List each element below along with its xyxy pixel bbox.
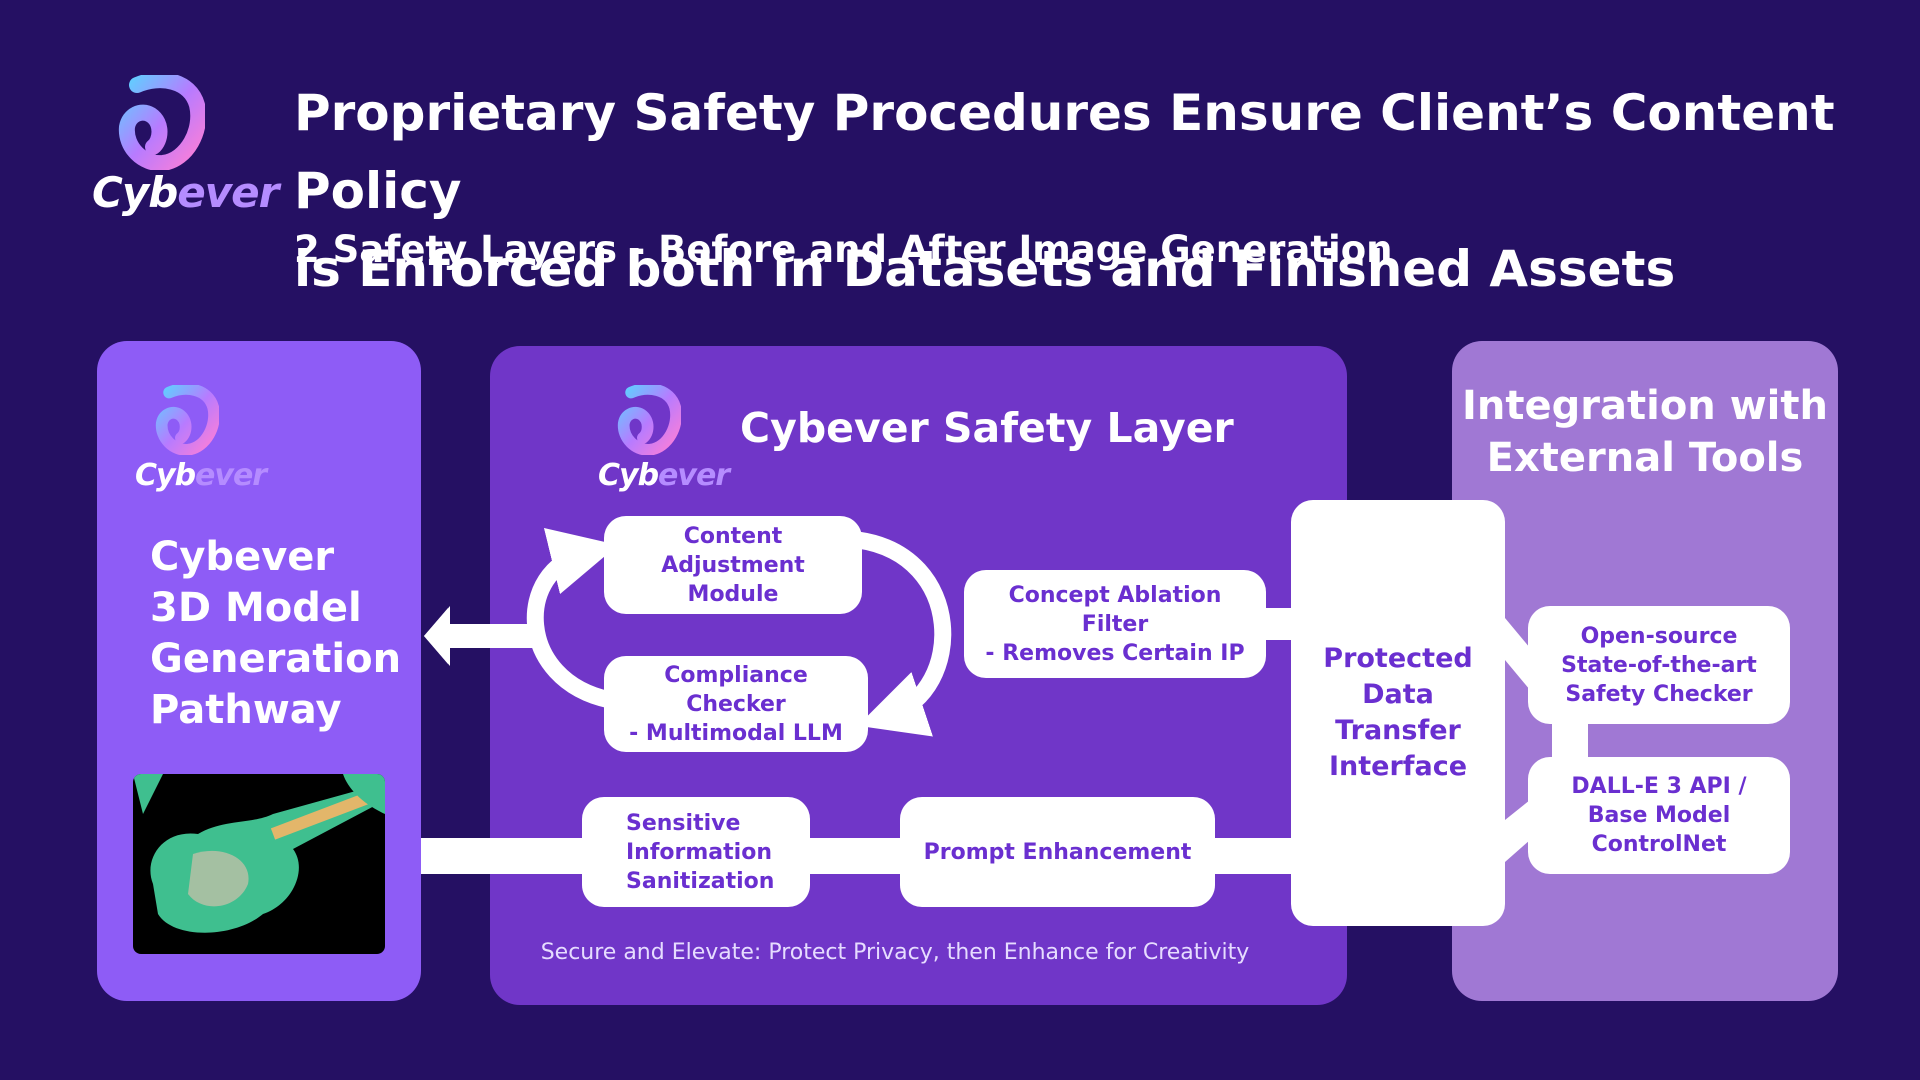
integration-heading-line: Integration with [1462,383,1828,429]
prompt-enhancement-box: Prompt Enhancement [900,797,1215,907]
box-label-line: Sanitization [626,868,775,894]
compliance-checker-box: Compliance Checker - Multimodal LLM [604,656,868,752]
loop-arrow-right-front [856,531,952,737]
pathway-heading-line: Pathway [150,687,342,733]
box-label-line: Module [687,581,779,607]
box-label-line: Open-source [1580,623,1738,649]
page-subtitle: 2 Safety Layers - Before and After Image… [294,228,1393,271]
protected-data-transfer-interface-box: Protected Data Transfer Interface [1291,500,1505,926]
pathway-logo-icon [155,385,219,455]
pathway-heading-line: Generation [150,636,402,682]
box-label-line: Compliance Checker [664,662,808,717]
box-label-line: Information [626,839,772,865]
pathway-heading-line: 3D Model [150,585,362,631]
pathway-heading: Cybever 3D Model Generation Pathway [150,532,410,736]
pathway-brand-wordmark: Cybever [135,458,267,493]
box-label-line: ControlNet [1591,832,1727,857]
title-line-1: Proprietary Safety Procedures Ensure Cli… [294,84,1835,220]
link-safety-to-dalle-front [1552,718,1588,762]
link-interface-to-safety-checker-front [1505,618,1530,690]
safety-layer-logo-icon [617,385,681,455]
box-label-line: Prompt Enhancement [923,839,1192,865]
cybever-logo-icon [118,75,205,170]
box-label-line: Protected [1323,643,1473,674]
box-label-line: State-of-the-art [1561,652,1757,678]
title-line-2: is Enforced both in Datasets and Finishe… [294,240,1676,298]
box-label-line: DALL-E 3 API / [1571,774,1747,799]
box-label-line: - Removes Certain IP [985,640,1245,666]
integration-heading-line: External Tools [1486,435,1804,481]
box-label-line: Interface [1328,751,1468,782]
output-arrow-head-front [424,606,450,666]
box-label-line: Safety Checker [1565,681,1753,707]
link-interface-to-dalle-front [1505,800,1530,862]
safety-layer-caption: Secure and Elevate: Protect Privacy, the… [540,940,1250,965]
box-label-line: Base Model [1587,803,1731,828]
safety-layer-heading: Cybever Safety Layer [740,404,1234,452]
page-title: Proprietary Safety Procedures Ensure Cli… [294,74,1854,308]
box-label-line: Content Adjustment [661,523,805,578]
pathway-heading-line: Cybever [150,534,335,580]
box-label-line: Sensitive [626,810,741,836]
box-label-line: Transfer [1335,715,1461,746]
safety-layer-brand-wordmark: Cybever [598,458,730,493]
box-label-line: Concept Ablation Filter [1008,582,1222,637]
box-label-line: Data [1362,679,1434,710]
guitar-image [133,774,385,954]
loop-arrow-left-front [526,528,619,709]
concept-ablation-filter-box: Concept Ablation Filter - Removes Certain… [964,570,1266,678]
integration-heading: Integration with External Tools [1452,380,1838,484]
brand-wordmark: Cybever [92,168,279,217]
box-label-line: - Multimodal LLM [629,720,843,746]
